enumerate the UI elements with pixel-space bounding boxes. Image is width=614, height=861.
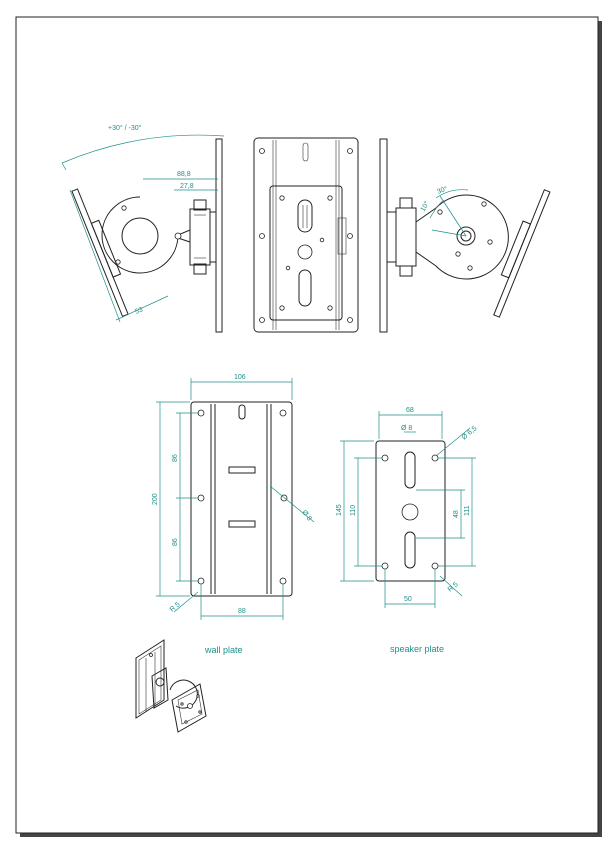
speaker-hole <box>381 454 389 462</box>
isometric-sketch <box>135 639 207 733</box>
wall-dim-height: 200 <box>152 493 159 505</box>
speaker-slot-lower <box>404 531 416 569</box>
iso-hinge <box>151 667 169 709</box>
wall-dim-width-top: 106 <box>234 374 246 381</box>
wall-dim-width-bottom: 88 <box>238 608 246 615</box>
angle-label: +30° / -30° <box>108 124 142 132</box>
iso-speaker-plate <box>171 683 207 733</box>
wall-slot-lower <box>228 520 256 528</box>
wall-plate-detail: 106 200 86 86 88 Ø 8 R 5 wall plate <box>152 374 315 655</box>
sheet-border <box>15 16 599 834</box>
dim-27: 27,8 <box>180 183 194 190</box>
dim-53: 53 <box>134 306 144 315</box>
speaker-dim-inner: 110 <box>350 505 357 516</box>
rotating-disk <box>101 196 191 274</box>
wall-dim-upper: 86 <box>172 454 179 462</box>
wall-dim-lower: 86 <box>172 538 179 546</box>
iso-wall-plate <box>135 639 165 719</box>
speaker-dim-width-bottom: 50 <box>404 596 412 603</box>
right-view: 30° 10° <box>379 138 551 333</box>
front-view <box>253 137 359 333</box>
speaker-dim-height: 145 <box>336 504 343 516</box>
speaker-slot-upper <box>404 451 416 489</box>
speaker-center-hole <box>401 503 419 521</box>
side-view: +30° / -30° 88,8 27,8 53 <box>61 124 225 333</box>
iso-disk <box>169 679 198 709</box>
speaker-plate-label: speaker plate <box>390 644 444 654</box>
speaker-dim-hole-small: Ø 8 <box>401 425 412 432</box>
front-speaker-plate <box>269 185 343 321</box>
speaker-plate-detail: 68 Ø 8 Ø 6,5 145 110 48 111 50 R 5 speak… <box>336 407 478 654</box>
wall-slot-upper <box>228 466 256 474</box>
speaker-plate-outline <box>375 440 446 582</box>
dim-88: 88,8 <box>177 171 191 178</box>
dim-30: 30° <box>436 185 449 196</box>
wall-plate-outline <box>190 401 293 597</box>
wall-plate-label: wall plate <box>204 645 243 655</box>
speaker-dim-right: 111 <box>464 505 471 516</box>
front-wall-plate <box>253 137 359 333</box>
speaker-dim-width-top: 68 <box>406 407 414 414</box>
speaker-dim-slot: 48 <box>453 510 460 518</box>
angle-arc <box>61 134 225 164</box>
right-disk <box>415 194 509 280</box>
